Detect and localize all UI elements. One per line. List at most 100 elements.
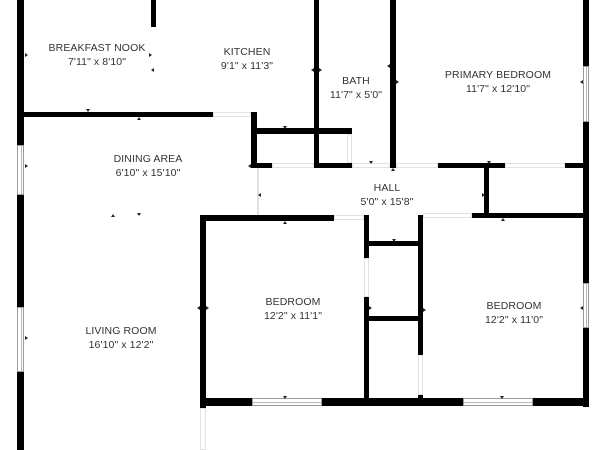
marker-icon [369, 306, 372, 310]
marker-icon [283, 126, 287, 129]
room-name: DINING AREA [113, 153, 183, 165]
marker-icon [283, 396, 287, 399]
room-dimensions: 11'7" x 5'0" [329, 89, 383, 101]
room-dimensions: 12'2" x 11'1" [263, 310, 323, 322]
marker-icon [482, 193, 485, 197]
marker-icon [149, 53, 152, 57]
wall-nook-kitchen-stub [151, 0, 156, 27]
marker-icon [111, 214, 115, 217]
opening-closet-mid-door [364, 258, 369, 297]
exterior-wall-left [17, 195, 24, 307]
opening-closet-bedroom2 [418, 355, 423, 395]
window-dining-left [17, 145, 24, 195]
wall-closet-mid-left-bottom [364, 297, 369, 398]
window-primary-right [583, 66, 589, 122]
room-name: HALL [373, 182, 401, 194]
wall-hall-top [438, 163, 505, 168]
room-name: BEDROOM [486, 300, 542, 312]
marker-icon [86, 109, 90, 112]
room-label-bedroom-2: BEDROOM 12'2" x 11'0" [485, 299, 543, 327]
marker-icon [369, 161, 373, 164]
marker-icon [248, 164, 251, 168]
exterior-wall-right [583, 122, 589, 283]
marker-icon [197, 306, 200, 310]
wall-closet-bottom-b [314, 163, 352, 168]
marker-icon [500, 396, 504, 399]
room-label-bedroom-1: BEDROOM 12'2" x 11'1" [264, 295, 322, 323]
room-name: BREAKFAST NOOK [48, 42, 146, 54]
exterior-wall-bottom [206, 398, 252, 406]
wall-closet-mid-left-top [364, 215, 369, 258]
exterior-wall-bottom [322, 398, 463, 406]
marker-icon [580, 80, 583, 84]
marker-icon [387, 64, 390, 68]
exterior-wall-right [583, 0, 589, 66]
wall-kitchen-bath [314, 0, 319, 168]
marker-icon [137, 213, 141, 216]
room-name: BEDROOM [265, 296, 321, 308]
window-bedroom2-right [583, 283, 589, 328]
opening-closet-bottom [272, 163, 314, 168]
wall-closet-top [257, 128, 352, 134]
exterior-wall-left [17, 0, 24, 145]
room-name: PRIMARY BEDROOM [444, 69, 552, 81]
exterior-wall-left [17, 372, 24, 450]
marker-icon [151, 68, 154, 72]
room-dimensions: 16'10" x 12'2" [88, 339, 154, 351]
room-label-hall: HALL 5'0" x 15'8" [361, 181, 414, 209]
opening-dining-hall [257, 168, 259, 215]
room-dimensions: 12'2" x 11'0" [484, 314, 544, 326]
marker-icon [319, 68, 322, 72]
exterior-wall-right [583, 328, 589, 407]
marker-icon [396, 80, 399, 84]
room-label-primary-bedroom: PRIMARY BEDROOM 11'7" x 12'10" [445, 68, 551, 96]
marker-icon [137, 117, 141, 120]
room-dimensions: 5'0" x 15'8" [360, 196, 414, 208]
wall-closet-mid-right [418, 215, 423, 355]
room-dimensions: 11'7" x 12'10" [465, 83, 531, 95]
wall-nook-dining [24, 112, 213, 117]
marker-icon [25, 53, 28, 57]
wall-closet-left [251, 112, 257, 168]
marker-icon [25, 164, 28, 168]
room-label-dining-area: DINING AREA 6'10" x 15'10" [114, 152, 183, 180]
wall-bedroom2-top [472, 213, 583, 218]
opening-bedroom2-door [423, 213, 472, 218]
room-label-kitchen: KITCHEN 9'1" x 11'3" [221, 45, 273, 73]
wall-closet-mid-right-stub [418, 395, 423, 399]
marker-icon [487, 161, 491, 164]
wall-bedroom1-top [200, 215, 334, 221]
wall-bedroom1-left [200, 215, 206, 408]
wall-hall-closet [484, 168, 489, 216]
marker-icon [580, 306, 583, 310]
room-name: BATH [342, 75, 370, 87]
wall-closet-right-top [347, 128, 352, 134]
window-bedroom1-bottom [252, 398, 322, 406]
room-label-living-room: LIVING ROOM 16'10" x 12'2" [85, 324, 156, 352]
marker-icon [206, 306, 209, 310]
wall-closet-mid-divider [369, 316, 418, 321]
window-living-left [17, 307, 24, 372]
opening-bedroom1-door [334, 215, 364, 220]
opening-living-bottom [200, 408, 206, 450]
room-label-bath: BATH 11'7" x 5'0" [330, 74, 382, 102]
marker-icon [391, 168, 395, 171]
marker-icon [25, 336, 28, 340]
marker-icon [392, 239, 396, 242]
room-dimensions: 9'1" x 11'3" [220, 60, 274, 72]
room-dimensions: 6'10" x 15'10" [115, 167, 181, 179]
wall-closet-mid-top [369, 241, 418, 246]
room-dimensions: 7'11" x 8'10" [67, 56, 127, 68]
opening-closet-door [347, 134, 352, 163]
marker-icon [311, 68, 314, 72]
wall-bath-primary [390, 0, 396, 168]
opening-primary-closet [505, 163, 565, 168]
opening-kitchen-dining [213, 112, 251, 117]
room-name: LIVING ROOM [85, 325, 157, 337]
wall-hall-top-right [565, 163, 583, 168]
opening-primary-door [396, 163, 438, 168]
exterior-wall-bottom [533, 398, 589, 406]
window-bedroom2-bottom [463, 398, 533, 406]
marker-icon [258, 193, 261, 197]
